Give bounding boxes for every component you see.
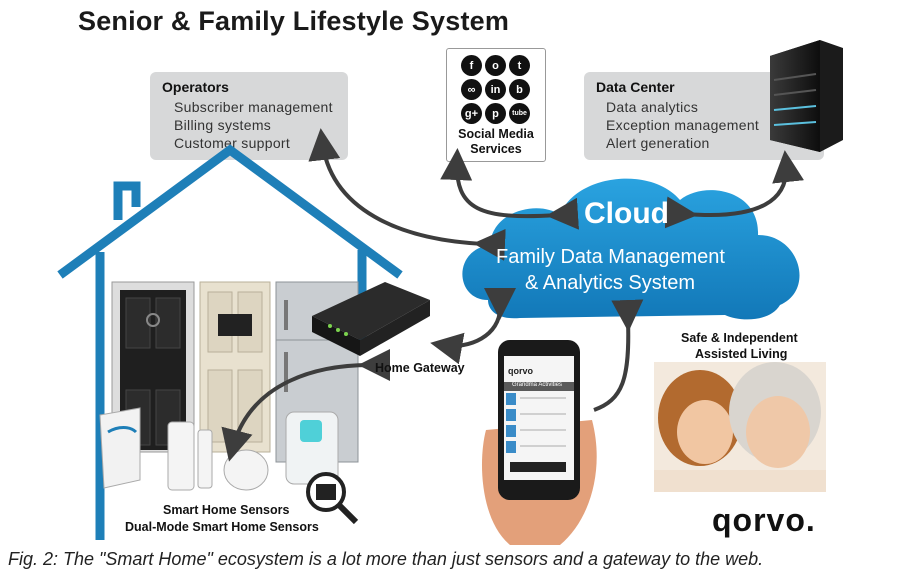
assisted-living-photo xyxy=(654,362,826,492)
operators-box: Operators Subscriber management Billing … xyxy=(150,72,348,160)
assisted-living-label-2: Assisted Living xyxy=(695,347,788,361)
youtube-icon: tube xyxy=(509,103,530,124)
social-icon-grid: f o t ∞ in b g+ p tube xyxy=(461,55,533,124)
sensors-label-2: Dual-Mode Smart Home Sensors xyxy=(125,520,319,534)
qorvo-logo: qorvo. xyxy=(712,502,816,538)
server-icon xyxy=(770,40,843,152)
cloud-subtitle-2: & Analytics System xyxy=(525,272,696,294)
smartphone-image xyxy=(481,340,597,545)
instagram-icon: o xyxy=(485,55,506,76)
door-sensor-image xyxy=(167,421,213,491)
linkedin-icon: in xyxy=(485,79,506,100)
operators-heading: Operators xyxy=(162,79,229,95)
pinterest-icon: p xyxy=(485,103,506,124)
google-plus-icon: g+ xyxy=(461,103,482,124)
page-title: Senior & Family Lifestyle System xyxy=(78,6,510,36)
flickr-icon: ∞ xyxy=(461,79,482,100)
cloud-title: Cloud xyxy=(584,197,669,230)
motion-sensor-image xyxy=(99,407,141,489)
twitter-icon: b xyxy=(509,79,530,100)
phone-header: Grandma Activities xyxy=(512,382,563,388)
figure-caption: Fig. 2: The "Smart Home" ecosystem is a … xyxy=(8,549,764,569)
router-image xyxy=(312,282,430,356)
home-gateway-label: Home Gateway xyxy=(375,361,465,375)
assisted-living-label-1: Safe & Independent xyxy=(681,331,798,345)
data-center-item: Data analytics xyxy=(606,99,699,115)
data-center-item: Alert generation xyxy=(606,135,710,151)
round-sensor-image xyxy=(223,449,269,491)
cloud-subtitle-1: Family Data Management xyxy=(496,246,725,268)
data-center-heading: Data Center xyxy=(596,79,675,95)
bathroom-door-image xyxy=(199,281,271,453)
sensors-label-1: Smart Home Sensors xyxy=(163,503,290,517)
operators-item: Customer support xyxy=(174,135,291,151)
data-center-item: Exception management xyxy=(606,117,760,133)
front-door-image xyxy=(111,281,195,453)
connection-arrows xyxy=(221,128,804,462)
phone-brand: qorvo xyxy=(508,366,534,376)
magnifier-icon xyxy=(306,472,359,525)
operators-item: Billing systems xyxy=(174,117,272,133)
facebook-icon: f xyxy=(461,55,482,76)
operators-item: Subscriber management xyxy=(174,99,333,115)
tumblr-icon: t xyxy=(509,55,530,76)
